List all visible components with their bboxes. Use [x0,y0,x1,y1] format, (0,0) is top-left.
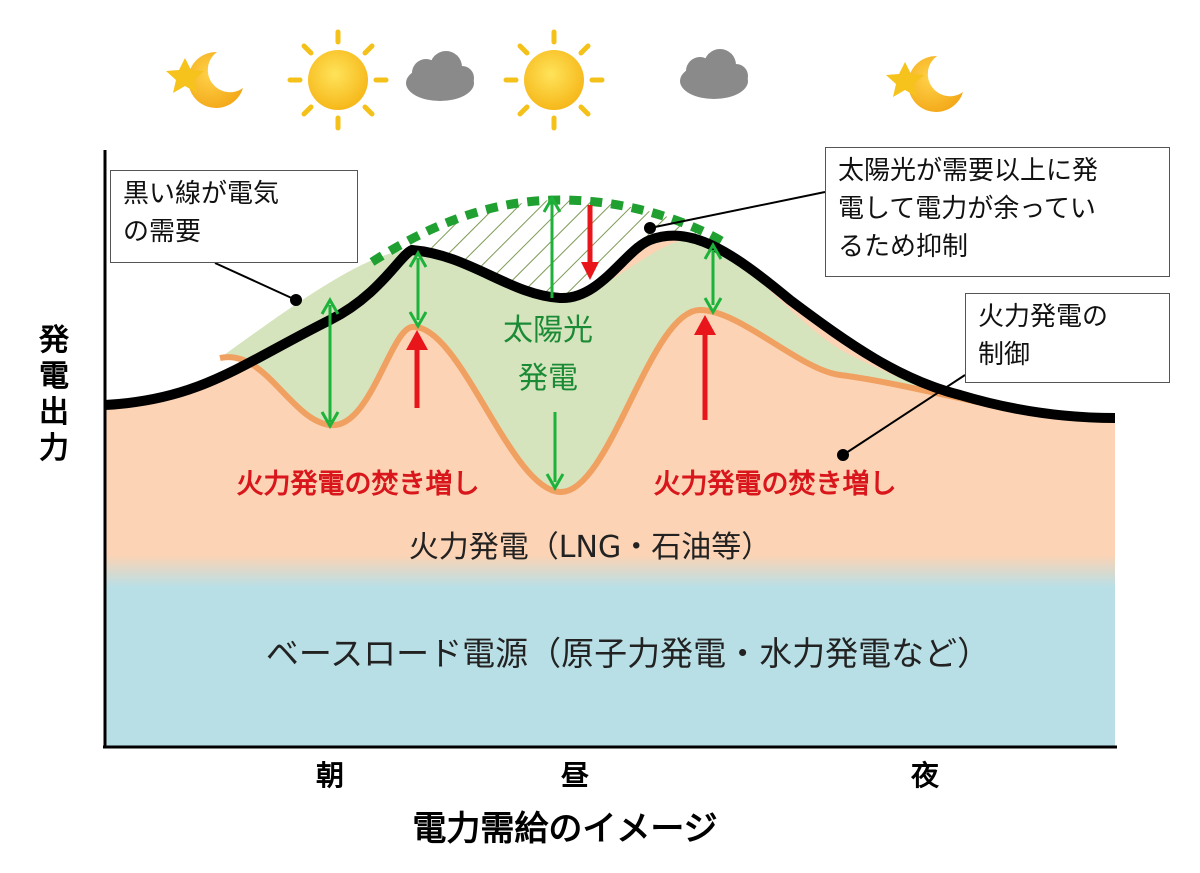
baseload-region [105,585,1115,747]
demand-callout: 黒い線が電気 の需要 [110,170,358,263]
solar-output-arrows [320,194,723,492]
red-arrow-morning [406,330,428,408]
y-axis-label: 発電出力 [38,323,70,466]
thermal-boost-label-right: 火力発電の焚き増し [654,468,897,500]
svg-text:発電出力: 発電出力 [38,323,70,466]
moon-star-icon [886,55,963,112]
leader-dot-demand [290,294,302,306]
moon-star-icon [166,51,243,108]
green-arrow-noon-down [545,412,565,492]
cloud-icon [680,49,748,99]
thermal-region-label: 火力発電（LNG・石油等） [409,530,771,565]
x-tick-morning: 朝 [316,759,344,792]
green-arrow-afternoon [703,241,723,316]
green-arrow-late-morning [408,249,428,330]
cloud-icon [406,51,474,101]
sun-icon [503,29,605,131]
baseload-region-label: ベースロード電源（原子力発電・水力発電など） [266,634,990,673]
leader-control [842,374,966,456]
callout-leaders [214,191,966,461]
diagram-title: 電力需給のイメージ [412,809,717,849]
axes [103,150,1117,749]
leader-dot-curtail [644,222,656,234]
red-arrows [406,205,716,420]
sun-icon [287,29,389,131]
solar-label-line2: 発電 [518,361,578,396]
weather-icons [166,29,963,131]
solar-region [220,239,978,493]
green-arrow-noon-up [542,194,562,298]
x-tick-night: 夜 [910,759,940,792]
red-arrow-curtail [581,205,599,280]
thermal-control-callout: 火力発電の 制御 [965,293,1170,383]
leader-curtail [649,191,826,229]
leader-demand [214,262,297,301]
curtailment-callout: 太陽光が需要以上に発 電して電力が余ってい るため抑制 [825,147,1170,277]
solar-potential-dotted-line [369,195,728,266]
green-arrow-morning [320,296,340,430]
leader-dot-control [837,449,849,461]
solar-label-line1: 太陽光 [503,313,593,348]
x-tick-noon: 昼 [561,759,589,792]
thermal-boost-label-left: 火力発電の焚き増し [237,468,480,500]
thermal-baseload-gradient [105,555,1115,587]
red-arrow-afternoon [694,315,716,420]
